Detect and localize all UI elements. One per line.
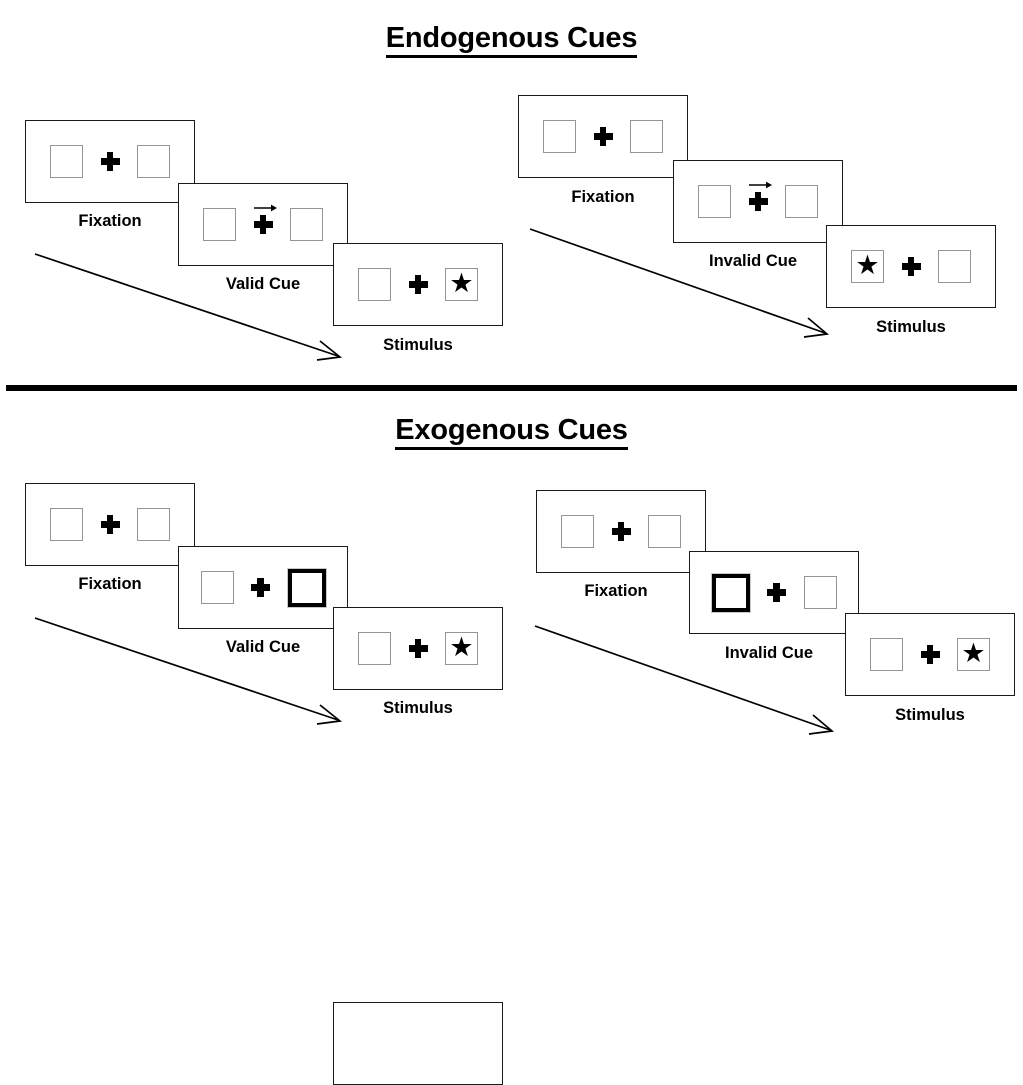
stimulus-box-right: ★ (445, 268, 478, 301)
stimulus-box-right (785, 185, 818, 218)
star-target-icon: ★ (449, 268, 474, 298)
stimulus-box-left (358, 268, 391, 301)
section-divider (6, 385, 1017, 391)
panel-fixation (25, 483, 195, 566)
stimulus-box-left (203, 208, 236, 241)
star-target-icon: ★ (855, 250, 880, 280)
panel-label-fixation: Fixation (571, 188, 635, 206)
stimulus-box-left (543, 120, 576, 153)
section-title-endogenous-text: Endogenous Cues (385, 22, 637, 59)
fixation-cross-icon (405, 629, 431, 669)
star-target-icon: ★ (449, 632, 474, 662)
stimulus-box-left-cued (710, 572, 751, 613)
panel-fixation (25, 120, 195, 203)
stimulus-box-right (290, 208, 323, 241)
stimulus-box-right (648, 515, 681, 548)
time-arrow-endogenous-valid (34, 253, 343, 361)
stimulus-box-left (561, 515, 594, 548)
fixation-cross-icon (608, 512, 634, 552)
stimulus-box-left (50, 145, 83, 178)
panel-label-stimulus: Stimulus (383, 336, 453, 354)
panel-stimulus: ★ (333, 243, 503, 326)
stimulus-box-left (358, 632, 391, 665)
stimulus-box-left: ★ (851, 250, 884, 283)
stimulus-box-right (137, 145, 170, 178)
stimulus-box-left (698, 185, 731, 218)
stimulus-box-right (803, 576, 837, 609)
panel-stimulus (333, 1002, 503, 1085)
stimulus-box-right: ★ (445, 632, 478, 665)
stimulus-box-right (938, 250, 971, 283)
panel-fixation (536, 490, 706, 573)
section-exogenous-cues: Exogenous Cues Fixation (0, 394, 1023, 1085)
fixation-cross-icon (745, 181, 772, 222)
fixation-cross-icon (917, 635, 943, 675)
arrow-right-cue-icon (254, 204, 277, 211)
panel-stimulus: ★ (826, 225, 996, 308)
stimulus-box-right-cued (286, 567, 327, 608)
panel-label-fixation: Fixation (78, 212, 142, 230)
panel-invalid-cue (689, 551, 859, 634)
panel-valid-cue (178, 183, 348, 266)
stimulus-box-left (50, 508, 83, 541)
fixation-cross-icon (898, 247, 924, 287)
panel-stimulus: ★ (845, 613, 1015, 696)
stimulus-box-left (870, 638, 903, 671)
stimulus-box-left (200, 571, 234, 604)
section-title-exogenous-text: Exogenous Cues (395, 414, 628, 451)
panel-label-valid-cue: Valid Cue (225, 638, 301, 656)
star-target-icon: ★ (961, 638, 986, 668)
panel-label-invalid-cue: Invalid Cue (724, 644, 814, 662)
panel-label-fixation: Fixation (584, 582, 648, 600)
panel-stimulus: ★ (333, 607, 503, 690)
fixation-cross-icon (250, 204, 277, 245)
section-title-exogenous: Exogenous Cues (0, 414, 1023, 451)
panel-label-valid-cue: Valid Cue (225, 275, 301, 293)
fixation-cross-icon (764, 573, 790, 613)
stimulus-box-right (630, 120, 663, 153)
fixation-cross-icon (97, 142, 123, 182)
stimulus-box-right: ★ (957, 638, 990, 671)
stimulus-box-right (137, 508, 170, 541)
fixation-cross-icon (248, 568, 274, 608)
section-title-endogenous: Endogenous Cues (0, 22, 1023, 59)
panel-invalid-cue (673, 160, 843, 243)
panel-label-fixation: Fixation (78, 575, 142, 593)
time-arrow-endogenous-invalid (529, 228, 830, 338)
panel-label-invalid-cue: Invalid Cue (708, 252, 798, 270)
arrow-right-cue-icon (749, 181, 772, 188)
section-endogenous-cues: Endogenous Cues Fixation (0, 0, 1023, 388)
time-arrow-exogenous-valid (34, 617, 343, 725)
fixation-cross-icon (97, 505, 123, 545)
panel-label-stimulus: Stimulus (383, 699, 453, 717)
panel-valid-cue (178, 546, 348, 629)
time-arrow-exogenous-invalid (534, 625, 835, 735)
panel-label-stimulus: Stimulus (895, 706, 965, 724)
panel-fixation (518, 95, 688, 178)
fixation-cross-icon (590, 117, 616, 157)
panel-label-stimulus: Stimulus (876, 318, 946, 336)
fixation-cross-icon (405, 265, 431, 305)
